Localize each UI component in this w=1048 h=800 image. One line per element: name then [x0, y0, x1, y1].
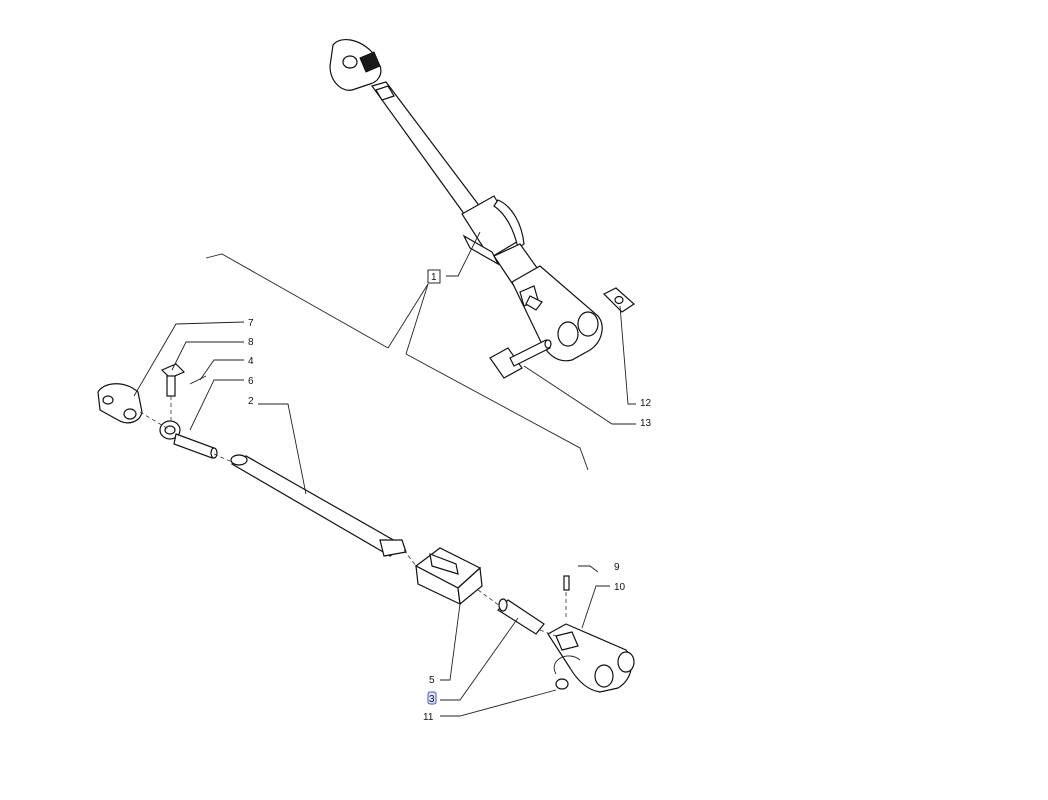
sleeve-part-5 — [414, 547, 483, 606]
pin-part-9 — [563, 575, 570, 591]
threaded-eye-part-6 — [159, 420, 218, 459]
callout-6: 6 — [248, 376, 254, 387]
assembled-top-link — [329, 38, 603, 362]
callout-box-1 — [427, 269, 441, 284]
callout-1: 1 — [431, 272, 437, 283]
washer-part-12 — [602, 287, 635, 313]
callout-3: 3 — [429, 694, 435, 705]
pin-part-13 — [489, 339, 552, 379]
clip-part-4 — [189, 375, 207, 385]
callout-12: 12 — [640, 398, 652, 409]
callout-5: 5 — [429, 675, 435, 686]
callout-4: 4 — [248, 356, 254, 367]
callout-13: 13 — [640, 418, 652, 429]
tube-part-2 — [230, 454, 407, 557]
eye-part-7 — [97, 383, 143, 424]
callout-10: 10 — [614, 582, 626, 593]
callout-8: 8 — [248, 337, 254, 348]
callout-7: 7 — [248, 318, 254, 329]
callout-2: 2 — [248, 396, 254, 407]
threaded-sleeve-part-3 — [497, 598, 545, 635]
lynch-pin-part-11 — [553, 655, 581, 690]
callout-3-highlight — [427, 691, 437, 705]
callout-11: 11 — [423, 712, 434, 723]
clevis-part-10 — [547, 623, 635, 693]
callout-9: 9 — [614, 562, 620, 573]
